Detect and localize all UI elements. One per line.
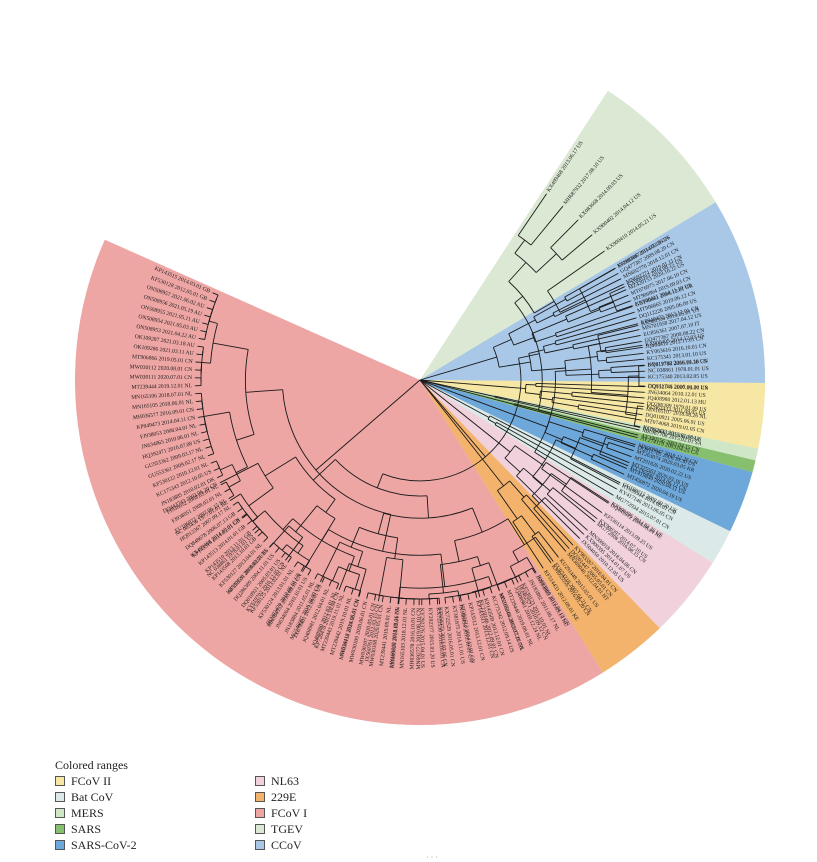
legend-swatch bbox=[255, 840, 265, 850]
legend-swatch bbox=[55, 776, 65, 786]
legend-swatch bbox=[55, 808, 65, 818]
legend-swatch bbox=[55, 824, 65, 834]
tip-label: MW030111 2020.07.01 CN bbox=[130, 374, 192, 381]
legend-label: SARS bbox=[71, 822, 101, 837]
legend-label: SARS-CoV-2 bbox=[71, 838, 137, 853]
branch bbox=[599, 370, 611, 371]
branch bbox=[437, 598, 438, 604]
legend-label: TGEV bbox=[271, 822, 303, 837]
legend-item: FCoV II bbox=[55, 774, 111, 788]
legend-item: SARS bbox=[55, 822, 101, 836]
legend-label: CCoV bbox=[271, 838, 302, 853]
legend-item: CCoV bbox=[255, 838, 302, 852]
tip-label: KC175340 2013.02.05 US bbox=[648, 374, 708, 381]
legend-item: TGEV bbox=[255, 822, 303, 836]
legend-swatch bbox=[255, 808, 265, 818]
branch bbox=[439, 598, 440, 604]
branch bbox=[196, 401, 202, 402]
legend-label: FCoV I bbox=[271, 806, 307, 821]
legend-swatch bbox=[255, 824, 265, 834]
legend-item: FCoV I bbox=[255, 806, 307, 820]
legend-label: NL63 bbox=[271, 774, 299, 789]
tip-label: KY292376 2015.04.01 US bbox=[419, 608, 425, 668]
legend-item: MERS bbox=[55, 806, 104, 820]
legend-label: FCoV II bbox=[71, 774, 111, 789]
branch bbox=[398, 598, 399, 604]
branch bbox=[599, 377, 645, 378]
legend-swatch bbox=[255, 776, 265, 786]
legend-swatch bbox=[55, 792, 65, 802]
legend-item: 229E bbox=[255, 790, 296, 804]
legend-title: Colored ranges bbox=[55, 758, 128, 773]
legend-item: SARS-CoV-2 bbox=[55, 838, 137, 852]
legend-item: NL63 bbox=[255, 774, 299, 788]
legend-swatch bbox=[55, 840, 65, 850]
legend-label: MERS bbox=[71, 806, 104, 821]
legend-label: Bat CoV bbox=[71, 790, 113, 805]
legend-label: 229E bbox=[271, 790, 296, 805]
legend-swatch bbox=[255, 792, 265, 802]
legend-item: Bat CoV bbox=[55, 790, 113, 804]
